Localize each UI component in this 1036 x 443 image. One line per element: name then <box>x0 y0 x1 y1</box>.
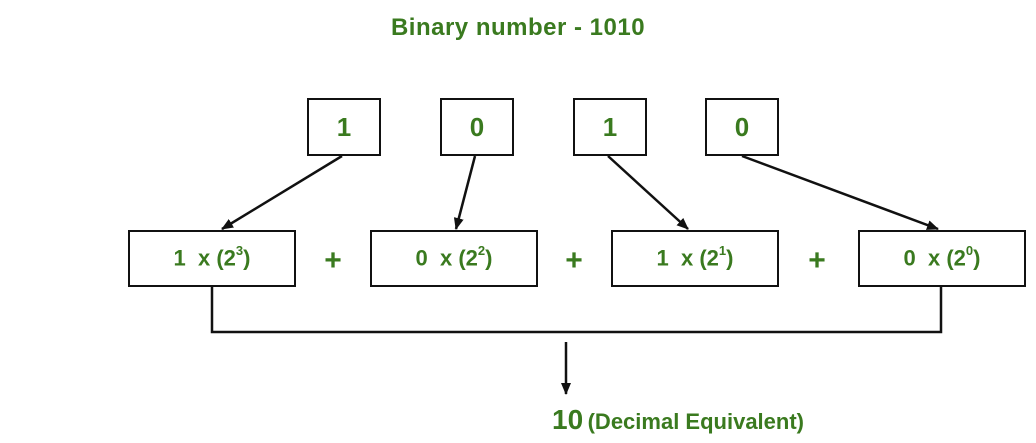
arrow-bit-4 <box>741 154 939 231</box>
decimal-value: 10 <box>552 404 584 435</box>
arrow-bit-1 <box>221 154 343 231</box>
bit-box-2: 0 <box>440 98 514 156</box>
bit-box-3: 1 <box>573 98 647 156</box>
bit-box-1: 1 <box>307 98 381 156</box>
term-expression: 1 x (23) <box>173 243 251 271</box>
term-box-3: 1 x (21) <box>611 230 779 287</box>
decimal-result: 10 (Decimal Equivalent) <box>552 404 804 436</box>
plus-operator-3: + <box>808 244 826 277</box>
bit-value: 0 <box>734 111 750 142</box>
term-box-1: 1 x (23) <box>128 230 296 287</box>
bit-value: 1 <box>336 111 352 142</box>
term-expression: 0 x (22) <box>415 243 493 271</box>
bit-box-4: 0 <box>705 98 779 156</box>
diagram-title: Binary number - 1010 <box>390 14 646 41</box>
term-box-2: 0 x (22) <box>370 230 538 287</box>
term-expression: 0 x (20) <box>903 243 981 271</box>
bit-value: 0 <box>469 111 485 142</box>
sum-bracket <box>210 286 943 334</box>
plus-operator-1: + <box>324 244 342 277</box>
decimal-label: (Decimal Equivalent) <box>587 409 804 434</box>
arrow-bit-3 <box>607 155 689 230</box>
term-box-4: 0 x (20) <box>858 230 1026 287</box>
bit-value: 1 <box>602 111 618 142</box>
term-expression: 1 x (21) <box>656 243 734 271</box>
plus-operator-2: + <box>565 244 583 277</box>
arrow-bit-2 <box>453 155 477 230</box>
